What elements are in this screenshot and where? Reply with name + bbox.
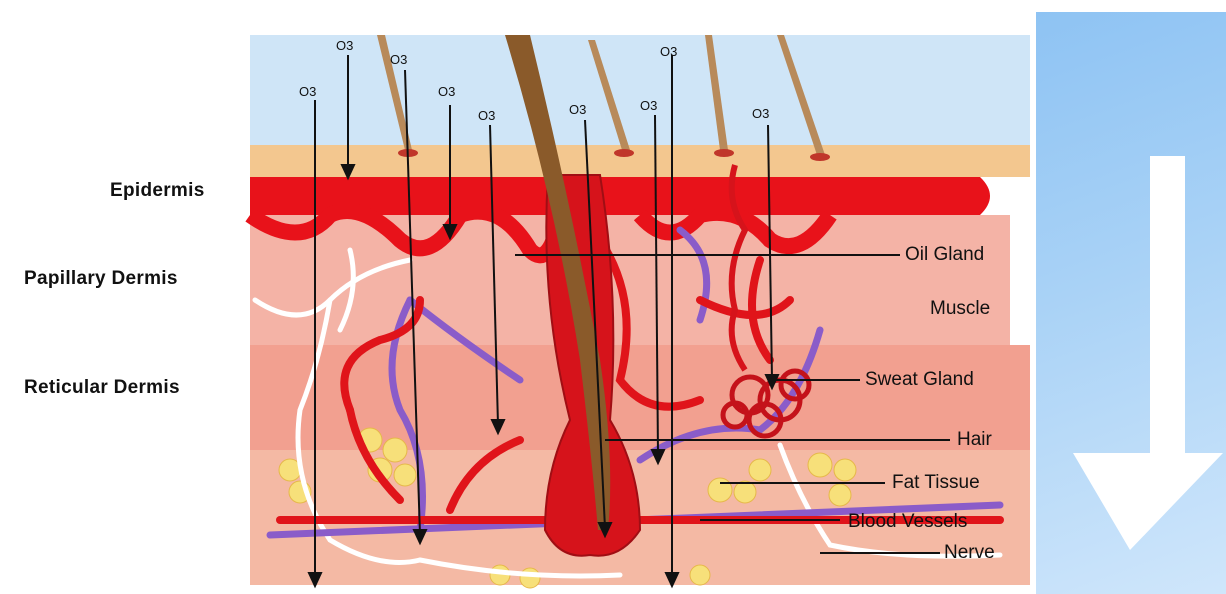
epidermis-label: Epidermis: [110, 180, 205, 202]
muscle-label: Muscle: [930, 298, 990, 320]
ozone-label: O3: [438, 84, 455, 99]
ozone-label: O3: [640, 98, 657, 113]
ozone-label: O3: [478, 108, 495, 123]
hair-label: Hair: [957, 429, 992, 451]
oil-gland-label: Oil Gland: [905, 244, 984, 266]
skin-surface: [250, 145, 1030, 177]
papillary-dermis-label: Papillary Dermis: [24, 268, 178, 290]
ozone-label: O3: [390, 52, 407, 67]
reticular-dermis-label: Reticular Dermis: [24, 377, 180, 399]
fat-tissue-label: Fat Tissue: [892, 472, 980, 494]
ozone-label: O3: [569, 102, 586, 117]
sweat-gland-label: Sweat Gland: [865, 369, 974, 391]
blood-vessels-label: Blood Vessels: [848, 511, 967, 533]
air-region: [250, 35, 1030, 145]
ozone-label: O3: [336, 38, 353, 53]
down-arrow-icon: [1036, 12, 1226, 594]
ozone-label: O3: [299, 84, 316, 99]
ozone-label: O3: [660, 44, 677, 59]
skin-cross-section-diagram: [0, 0, 1036, 594]
ozone-label: O3: [752, 106, 769, 121]
nerve-label: Nerve: [944, 542, 995, 564]
